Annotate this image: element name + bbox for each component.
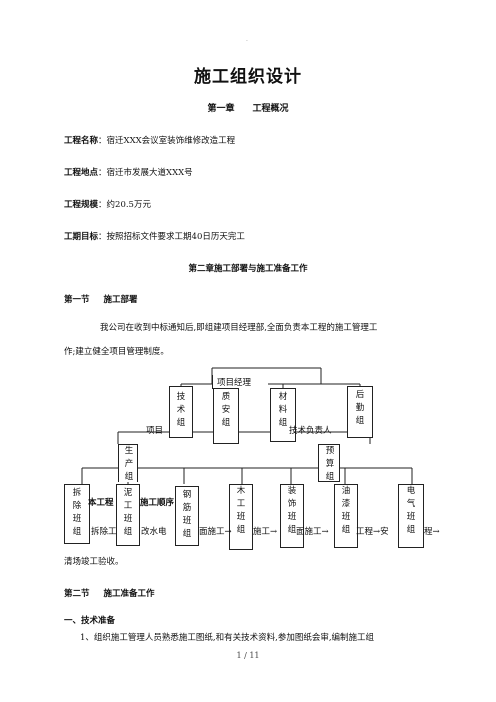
section-2-label: 第二节 <box>64 589 90 599</box>
org-rebar-crew-label: 钢筋班组 <box>182 490 192 539</box>
org-material-group-label: 材料组 <box>278 392 288 428</box>
org-material-group: 材料组 <box>270 388 296 442</box>
section-2-title: 施工准备工作 <box>103 589 155 599</box>
org-decoration-crew-label: 装饰班组 <box>287 486 297 535</box>
info-key: 工程规模 <box>64 200 99 210</box>
org-decoration-crew: 装饰班组 <box>280 484 304 548</box>
org-demolition-crew: 拆除班组 <box>64 484 90 544</box>
chapter-1-heading: 第一章 工程概况 <box>0 101 496 114</box>
org-paint-crew-label: 油漆班组 <box>341 486 351 535</box>
info-key: 工期目标 <box>64 232 99 242</box>
org-tech-lead-partial-label: 技术负责人 <box>289 426 332 436</box>
org-production-group: 生产组 <box>118 444 138 482</box>
org-project-manager-label: 项目经理 <box>217 378 252 388</box>
org-tech-group-label: 技术组 <box>176 392 186 428</box>
header-mark: . <box>246 36 248 43</box>
org-tech-group: 技术组 <box>169 386 193 438</box>
overlap-seg-5: 程→ <box>424 527 440 537</box>
org-carpentry-crew-label: 木工班组 <box>236 486 246 535</box>
section-1-label: 第一节 <box>64 295 90 305</box>
overlap-text-1: 本工程 <box>88 498 114 508</box>
tech-prep-line-1: 1、组织施工管理人员熟悉施工图纸,和有关技术资料,参加图纸会审,编制施工组 <box>80 633 375 643</box>
overlap-text-2: 拆除工 <box>91 527 117 537</box>
overlap-text-1b: 施工顺序 <box>140 498 175 508</box>
overlap-seg-2: 施工→ <box>253 527 278 537</box>
org-project-manager: 项目经理 <box>212 375 268 389</box>
overlap-seg-0: 改水电 <box>141 527 167 537</box>
org-mud-crew-label: 泥工班组 <box>123 488 133 537</box>
overlap-seg-4: 工程→安 <box>356 527 389 537</box>
org-production-group-label: 生产组 <box>124 446 134 482</box>
document-title: 施工组织设计 <box>194 67 302 87</box>
paragraph-1-line-1: 我公司在收到中标通知后,即组建项目经理部,全面负责本工程的施工管理工 <box>100 323 378 333</box>
org-project-partial-label: 项目 <box>146 426 164 436</box>
org-electric-crew-label: 电气班组 <box>406 486 416 535</box>
chapter-1-label: 第一章 <box>207 104 235 114</box>
org-logistics-group-label: 后勤组 <box>355 390 365 426</box>
org-paint-crew: 油漆班组 <box>334 484 358 548</box>
chapter-1-title: 工程概况 <box>252 104 289 114</box>
org-budget-group: 预算组 <box>318 444 340 482</box>
overlap-seg-1: 面施工→ <box>199 527 232 537</box>
info-value: 按照招标文件要求工期40日历天完工 <box>106 232 245 242</box>
overlap-seg-3: 面施工→ <box>296 527 329 537</box>
org-carpentry-crew: 木工班组 <box>229 484 253 550</box>
org-electric-crew: 电气班组 <box>398 484 424 548</box>
org-quality-group-label: 质安组 <box>221 392 231 428</box>
info-value: 约20.5万元 <box>106 200 151 210</box>
section-1-heading: 第一节 施工部署 <box>64 293 138 305</box>
section-1-title: 施工部署 <box>103 295 138 305</box>
org-mud-crew: 泥工班组 <box>116 484 140 546</box>
org-rebar-crew: 钢筋班组 <box>175 486 199 546</box>
info-project-scale: 工程规模：约20.5万元 <box>64 200 151 210</box>
org-logistics-group: 后勤组 <box>347 386 373 438</box>
page-number: 1 / 11 <box>236 651 260 660</box>
org-budget-group-label: 预算组 <box>325 446 335 482</box>
paragraph-2-end: 清场竣工验收。 <box>64 557 124 567</box>
chapter-2-heading: 第二章施工部署与施工准备工作 <box>188 264 308 274</box>
info-value: 宿迁市发展大道XXX号 <box>106 168 193 178</box>
info-key: 工程地点 <box>64 168 99 178</box>
info-project-location: 工程地点：宿迁市发展大道XXX号 <box>64 168 193 178</box>
org-quality-group: 质安组 <box>213 388 239 444</box>
paragraph-1-line-2: 作;建立健全项目管理制度。 <box>64 347 169 357</box>
info-key: 工程名称 <box>64 136 99 146</box>
org-demolition-crew-label: 拆除班组 <box>72 488 82 537</box>
info-schedule-goal: 工期目标：按照招标文件要求工期40日历天完工 <box>64 232 245 242</box>
info-project-name: 工程名称：宿迁XXX会议室装饰维修改造工程 <box>64 136 236 146</box>
subheading-tech-prep: 一、技术准备 <box>64 616 116 626</box>
section-2-heading: 第二节 施工准备工作 <box>64 587 155 599</box>
info-value: 宿迁XXX会议室装饰维修改造工程 <box>106 136 236 146</box>
